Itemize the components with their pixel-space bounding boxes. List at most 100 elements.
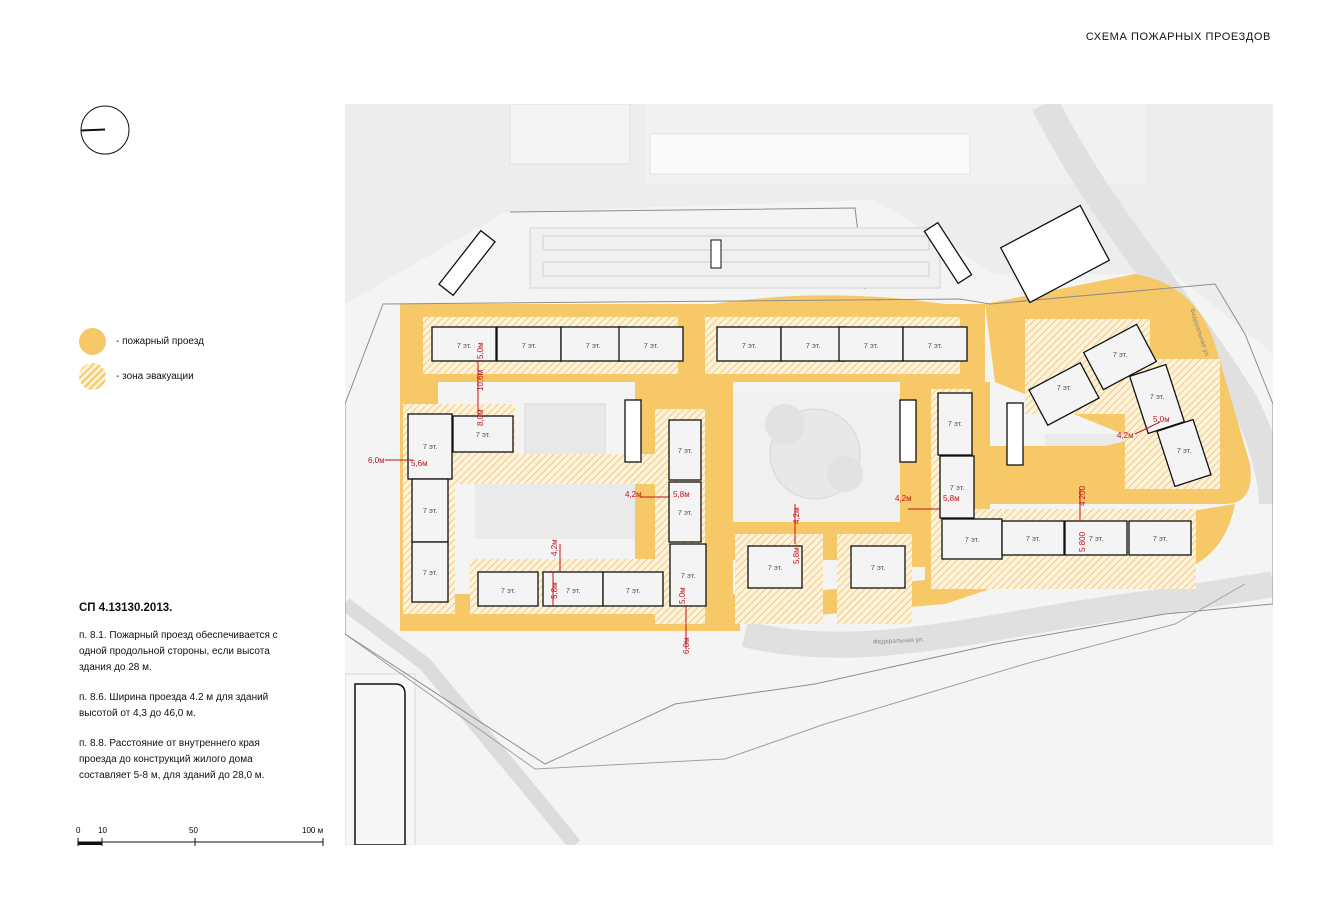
building-label: 7 эт.: [768, 563, 783, 572]
building: [941, 518, 1003, 560]
building: [618, 326, 684, 362]
dimension-label: 5,0м: [1153, 415, 1170, 424]
building: [411, 541, 449, 603]
site-boundary: [345, 283, 1273, 765]
building-label: 7 эт.: [948, 419, 963, 428]
building: [668, 419, 702, 481]
buildings: [407, 204, 1212, 607]
building: [1128, 520, 1192, 556]
building: [669, 543, 707, 607]
building-label: 7 эт.: [501, 586, 516, 595]
notes-title: СП 4.13130.2013.: [79, 602, 173, 614]
dimension-lines: [385, 361, 1161, 649]
building: [902, 326, 968, 362]
dimension-label: 4,2м: [895, 494, 912, 503]
dimension-label: 4,2м: [625, 490, 642, 499]
regulation-notes: СП 4.13130.2013. п. 8.1. Пожарный проезд…: [79, 600, 299, 798]
dimension-label: 5,0м: [678, 587, 687, 604]
fire-lane-swatch: [79, 327, 106, 355]
dimension-label: 5,8м: [673, 490, 690, 499]
legend-label-evacuation: - зона эвакуации: [116, 370, 194, 382]
dimension-label: 4,2м: [792, 507, 801, 524]
page-title: СХЕМА ПОЖАРНЫХ ПРОЕЗДОВ: [1085, 31, 1271, 43]
building: [838, 326, 904, 362]
building: [477, 571, 539, 607]
building-label: 7 эт.: [678, 508, 693, 517]
building: [1156, 418, 1212, 488]
building-label: 7 эт.: [586, 341, 601, 350]
dimension-label: 4,2м: [1117, 431, 1134, 440]
building-label: 7 эт.: [423, 442, 438, 451]
building-label: 7 эт.: [1113, 350, 1128, 359]
building: [747, 545, 803, 589]
building-label: 7 эт.: [1057, 383, 1072, 392]
scale-bar: 0 10 50 100 м: [76, 826, 324, 846]
building-label: 7 эт.: [950, 483, 965, 492]
dimension-label: 8,0м: [476, 409, 485, 426]
building-label: 7 эт.: [864, 341, 879, 350]
building: [939, 455, 975, 519]
dimension-label: 5,8м: [943, 494, 960, 503]
building-label: 7 эт.: [742, 341, 757, 350]
dimension-label: 4 200: [1078, 485, 1087, 506]
legend: - пожарный проезд - зона эвакуации: [79, 326, 204, 396]
building: [1028, 361, 1100, 427]
building-label: 7 эт.: [423, 568, 438, 577]
building: [1128, 363, 1186, 435]
building-label: 7 эт.: [1089, 534, 1104, 543]
building-label: 7 эт.: [476, 430, 491, 439]
building: [1064, 520, 1128, 556]
site-map: 7 эт. 7 эт. 7 эт. 7 эт. 7 эт. 7 эт. 7 эт…: [345, 104, 1273, 845]
building: [452, 415, 514, 453]
legend-label-fire-lane: - пожарный проезд: [116, 335, 204, 347]
scale-label-10: 10: [98, 826, 107, 835]
building-label: 7 эт.: [928, 341, 943, 350]
note-8-8: п. 8.8. Расстояние от внутреннего края п…: [79, 738, 265, 781]
building-label: 7 эт.: [626, 586, 641, 595]
building-label: 7 эт.: [1153, 534, 1168, 543]
building-label: 7 эт.: [566, 586, 581, 595]
north-arrow-icon: [80, 105, 130, 155]
building-label: 7 эт.: [457, 341, 472, 350]
dimension-label: 6,0м: [368, 456, 385, 465]
building-label: 7 эт.: [522, 341, 537, 350]
dimension-label: 5 800: [1078, 531, 1087, 552]
street-label: Федеральная ул.: [873, 636, 925, 646]
building-label: 7 эт.: [806, 341, 821, 350]
dimension-label: 6,0м: [682, 637, 691, 654]
building-label: 7 эт.: [1026, 534, 1041, 543]
dimension-labels: 5,0м 10,6м 8,0м 6,0м 5,6м 4,2м 5,8м 4,2м…: [368, 342, 1170, 654]
note-8-1: п. 8.1. Пожарный проезд обеспечивается с…: [79, 630, 278, 673]
scale-label-100: 100 м: [302, 826, 323, 835]
building-label: 7 эт.: [681, 571, 696, 580]
legend-item-fire-lane: - пожарный проезд: [79, 326, 204, 356]
building: [407, 413, 453, 480]
dimension-label: 5,8м: [792, 547, 801, 564]
building: [850, 545, 906, 589]
dimension-label: 5,6м: [411, 459, 428, 468]
building-label: 7 эт.: [423, 506, 438, 515]
building-label: 7 эт.: [871, 563, 886, 572]
note-8-6: п. 8.6. Ширина проезда 4.2 м для зданий …: [79, 692, 269, 719]
dimension-label: 4,2м: [550, 539, 559, 556]
building: [937, 392, 973, 456]
scale-label-50: 50: [189, 826, 198, 835]
building: [1082, 323, 1158, 391]
legend-item-evacuation: - зона эвакуации: [79, 361, 204, 391]
building: [431, 326, 497, 362]
building-label: 7 эт.: [644, 341, 659, 350]
building: [496, 326, 562, 362]
dimension-label: 5,8м: [550, 582, 559, 599]
building: [602, 571, 664, 607]
building: [1001, 520, 1065, 556]
building-label: 7 эт.: [965, 535, 980, 544]
dimension-label: 5,0м: [476, 342, 485, 359]
building-labels: 7 эт. 7 эт. 7 эт. 7 эт. 7 эт. 7 эт. 7 эт…: [423, 341, 1192, 595]
building-label: 7 эт.: [1177, 446, 1192, 455]
building: [668, 481, 702, 543]
building-label: 7 эт.: [678, 446, 693, 455]
scale-label-0: 0: [76, 826, 81, 835]
evacuation-zone-swatch: [79, 362, 106, 390]
building-label: 7 эт.: [1150, 392, 1165, 401]
dimension-label: 10,6м: [476, 370, 485, 391]
